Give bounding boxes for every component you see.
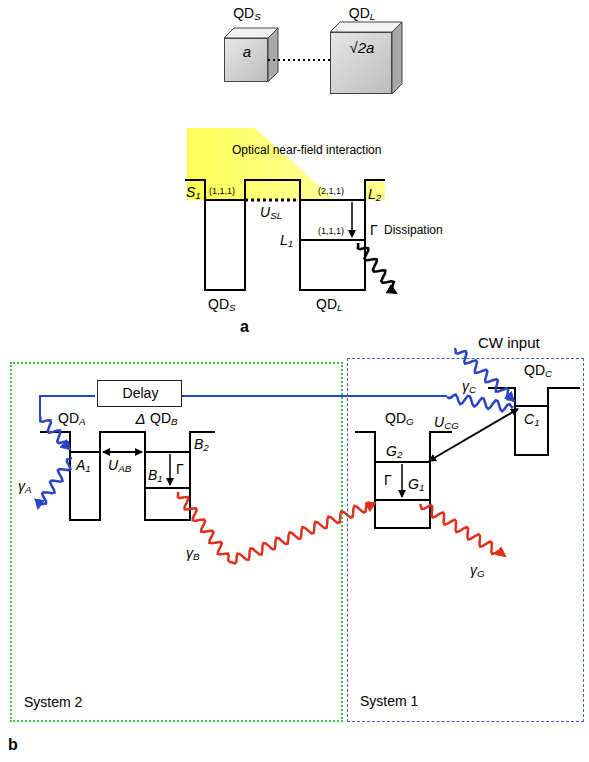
svg-line — [245, 199, 300, 202]
level-name: G2 — [386, 443, 402, 459]
svg-line — [169, 454, 171, 485]
node-label: Delay — [123, 385, 159, 401]
photon-arrow — [38, 458, 72, 508]
quantum-dot-cube: QDL√2a — [330, 32, 392, 94]
coupling-symbol: USL — [260, 204, 282, 220]
svg-line — [300, 239, 365, 241]
node-label: System 2 — [24, 694, 82, 710]
level-name: A1 — [76, 457, 91, 473]
rate-symbol: γC — [462, 378, 476, 394]
node-label: QDS — [233, 5, 261, 21]
svg-path — [40, 432, 215, 520]
svg-line — [401, 464, 403, 497]
photon-arrow — [420, 504, 505, 556]
rate-symbol: Γ — [370, 222, 378, 238]
rate-symbol: Γ — [176, 461, 184, 477]
svg-line — [205, 199, 245, 201]
node-text: Δ — [135, 410, 145, 427]
svg-path — [488, 388, 580, 455]
svg-polygon — [187, 128, 335, 200]
quantum-number: (2,1,1) — [318, 186, 344, 196]
coupling-symbol: UCG — [434, 414, 459, 430]
svg-path — [355, 432, 452, 528]
quantum-number: (1,1,1) — [209, 186, 235, 196]
level-name: B1 — [148, 467, 163, 483]
dot-name: QDC — [524, 362, 552, 378]
dot-name: QDA — [58, 410, 86, 426]
node-text: a — [243, 43, 251, 60]
svg-polygon — [392, 22, 402, 94]
svg-g — [38, 243, 514, 564]
dot-name: QDS — [208, 296, 236, 312]
svg-line — [375, 461, 430, 463]
quantum-dot-cube: QDSa — [224, 38, 268, 82]
svg-line — [515, 405, 548, 407]
note: Optical near-field interaction — [232, 144, 381, 158]
dot-name: QDG — [385, 410, 414, 426]
delay-box: DelayΔ — [97, 380, 182, 407]
level-name: B2 — [194, 436, 209, 452]
svg-line — [300, 199, 365, 201]
svg-line — [375, 499, 430, 501]
quantum-number: (1,1,1) — [318, 226, 344, 236]
rate-symbol: γA — [18, 478, 32, 494]
panel-letter: b — [8, 736, 18, 754]
photon-arrow — [178, 492, 375, 564]
svg-line — [429, 409, 518, 461]
svg-line — [103, 451, 142, 453]
svg-path — [185, 180, 385, 290]
dot-name: QDB — [150, 410, 178, 426]
coupling-symbol: UAB — [108, 457, 131, 473]
svg-line — [145, 487, 190, 489]
svg-polygon — [268, 28, 278, 82]
rate-symbol: γG — [470, 562, 485, 578]
photon-arrow — [447, 395, 513, 412]
input-label: CW input — [478, 334, 540, 351]
level-name: C1 — [524, 411, 540, 427]
svg-line — [351, 202, 353, 237]
svg-line — [70, 451, 100, 453]
level-name: L1 — [280, 232, 293, 248]
node-label: QDL — [349, 5, 375, 21]
level-name: S1 — [186, 184, 201, 200]
dotted-connector — [268, 59, 330, 61]
svg-line — [145, 451, 190, 453]
system-region: System 1 — [347, 358, 584, 722]
rate-symbol: γB — [186, 545, 200, 561]
photon-arrow — [358, 243, 396, 293]
node-text: √2a — [350, 39, 375, 56]
rate-symbol: Γ — [384, 472, 392, 488]
svg-polygon — [330, 22, 402, 32]
node-label: System 1 — [360, 693, 418, 709]
panel-letter: a — [240, 318, 249, 336]
photon-arrow — [455, 348, 514, 401]
level-name: L2 — [368, 186, 381, 202]
level-name: G1 — [408, 476, 424, 492]
note: Dissipation — [384, 224, 443, 238]
dot-name: QDL — [316, 296, 342, 312]
